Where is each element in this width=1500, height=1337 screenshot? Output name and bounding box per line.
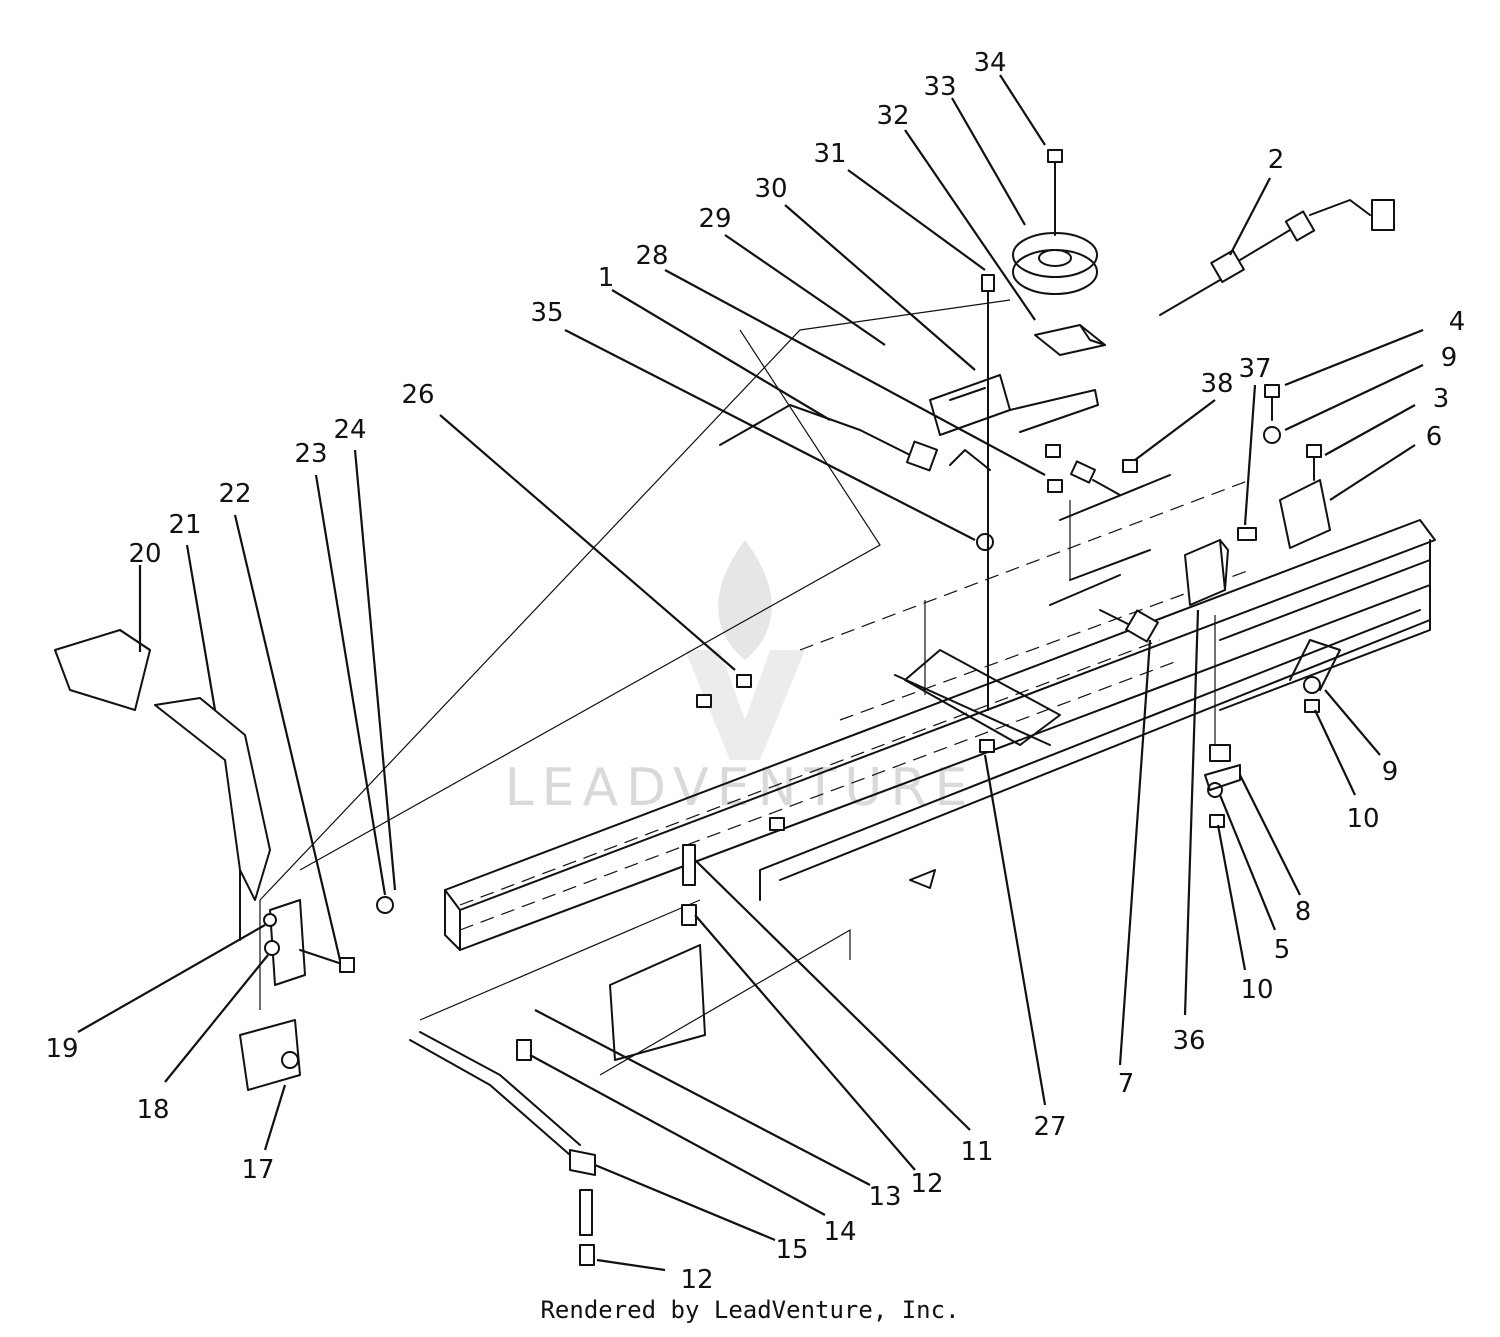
callout-32: 32 xyxy=(876,101,909,131)
tension-spring xyxy=(1159,199,1395,316)
callout-9-bottom: 9 xyxy=(1382,757,1399,787)
callout-2: 2 xyxy=(1268,145,1285,175)
callout-30: 30 xyxy=(754,174,787,204)
watermark-v-icon xyxy=(685,650,805,760)
callout-5: 5 xyxy=(1274,935,1291,965)
small-hardware xyxy=(376,274,1322,1266)
callout-35: 35 xyxy=(530,298,563,328)
pedal-pad xyxy=(54,629,151,711)
callout-17: 17 xyxy=(241,1155,274,1185)
callout-6: 6 xyxy=(1426,422,1443,452)
callout-36: 36 xyxy=(1172,1026,1205,1056)
pivot-plate-17 xyxy=(239,1019,301,1091)
callout-12-lower: 12 xyxy=(680,1265,713,1295)
callout-28: 28 xyxy=(635,241,668,271)
callout-3: 3 xyxy=(1433,384,1450,414)
spring-7 xyxy=(1099,609,1159,643)
bracket-36 xyxy=(1184,539,1229,606)
callout-15: 15 xyxy=(775,1235,808,1265)
watermark-text: LEADVENTURE xyxy=(505,758,976,818)
bolt-34 xyxy=(1047,149,1063,236)
callout-14: 14 xyxy=(823,1217,856,1247)
callout-10-right: 10 xyxy=(1346,804,1379,834)
callout-12-upper: 12 xyxy=(910,1169,943,1199)
callout-7: 7 xyxy=(1118,1069,1135,1099)
watermark-flame-icon xyxy=(718,540,772,660)
callout-27: 27 xyxy=(1033,1112,1066,1142)
callout-labels: 34 33 32 31 30 29 28 1 35 26 2 38 37 4 9… xyxy=(45,48,1465,1295)
callout-13: 13 xyxy=(868,1182,901,1212)
callout-4: 4 xyxy=(1449,307,1466,337)
brake-spring xyxy=(719,404,939,472)
callout-9-top: 9 xyxy=(1441,343,1458,373)
callout-21: 21 xyxy=(168,510,201,540)
callout-10-left: 10 xyxy=(1240,975,1273,1005)
pedal-arm xyxy=(154,697,271,941)
callout-20: 20 xyxy=(128,539,161,569)
pivot-plate-18 xyxy=(263,899,355,986)
callout-34: 34 xyxy=(973,48,1006,78)
callout-11: 11 xyxy=(960,1137,993,1167)
callout-8: 8 xyxy=(1295,897,1312,927)
belt-guide xyxy=(929,374,1099,471)
callout-38: 38 xyxy=(1200,369,1233,399)
callout-18: 18 xyxy=(136,1095,169,1125)
watermark: LEADVENTURE xyxy=(505,540,976,818)
callout-22: 22 xyxy=(218,479,251,509)
callout-23: 23 xyxy=(294,439,327,469)
render-credit: Rendered by LeadVenture, Inc. xyxy=(540,1296,960,1324)
idler-pulley xyxy=(1012,232,1098,295)
deck-outline xyxy=(259,299,1011,1076)
callout-26: 26 xyxy=(401,380,434,410)
callout-24: 24 xyxy=(333,415,366,445)
callout-19: 19 xyxy=(45,1034,78,1064)
callout-31: 31 xyxy=(813,139,846,169)
callout-29: 29 xyxy=(698,204,731,234)
bracket-6 xyxy=(1279,479,1331,549)
leader-lines xyxy=(77,74,1424,1272)
callout-37: 37 xyxy=(1238,354,1271,384)
brake-rod xyxy=(409,1031,596,1176)
callout-1: 1 xyxy=(598,263,615,293)
frame-rails xyxy=(444,474,1436,1061)
callout-33: 33 xyxy=(923,72,956,102)
idler-bracket xyxy=(1034,324,1106,356)
